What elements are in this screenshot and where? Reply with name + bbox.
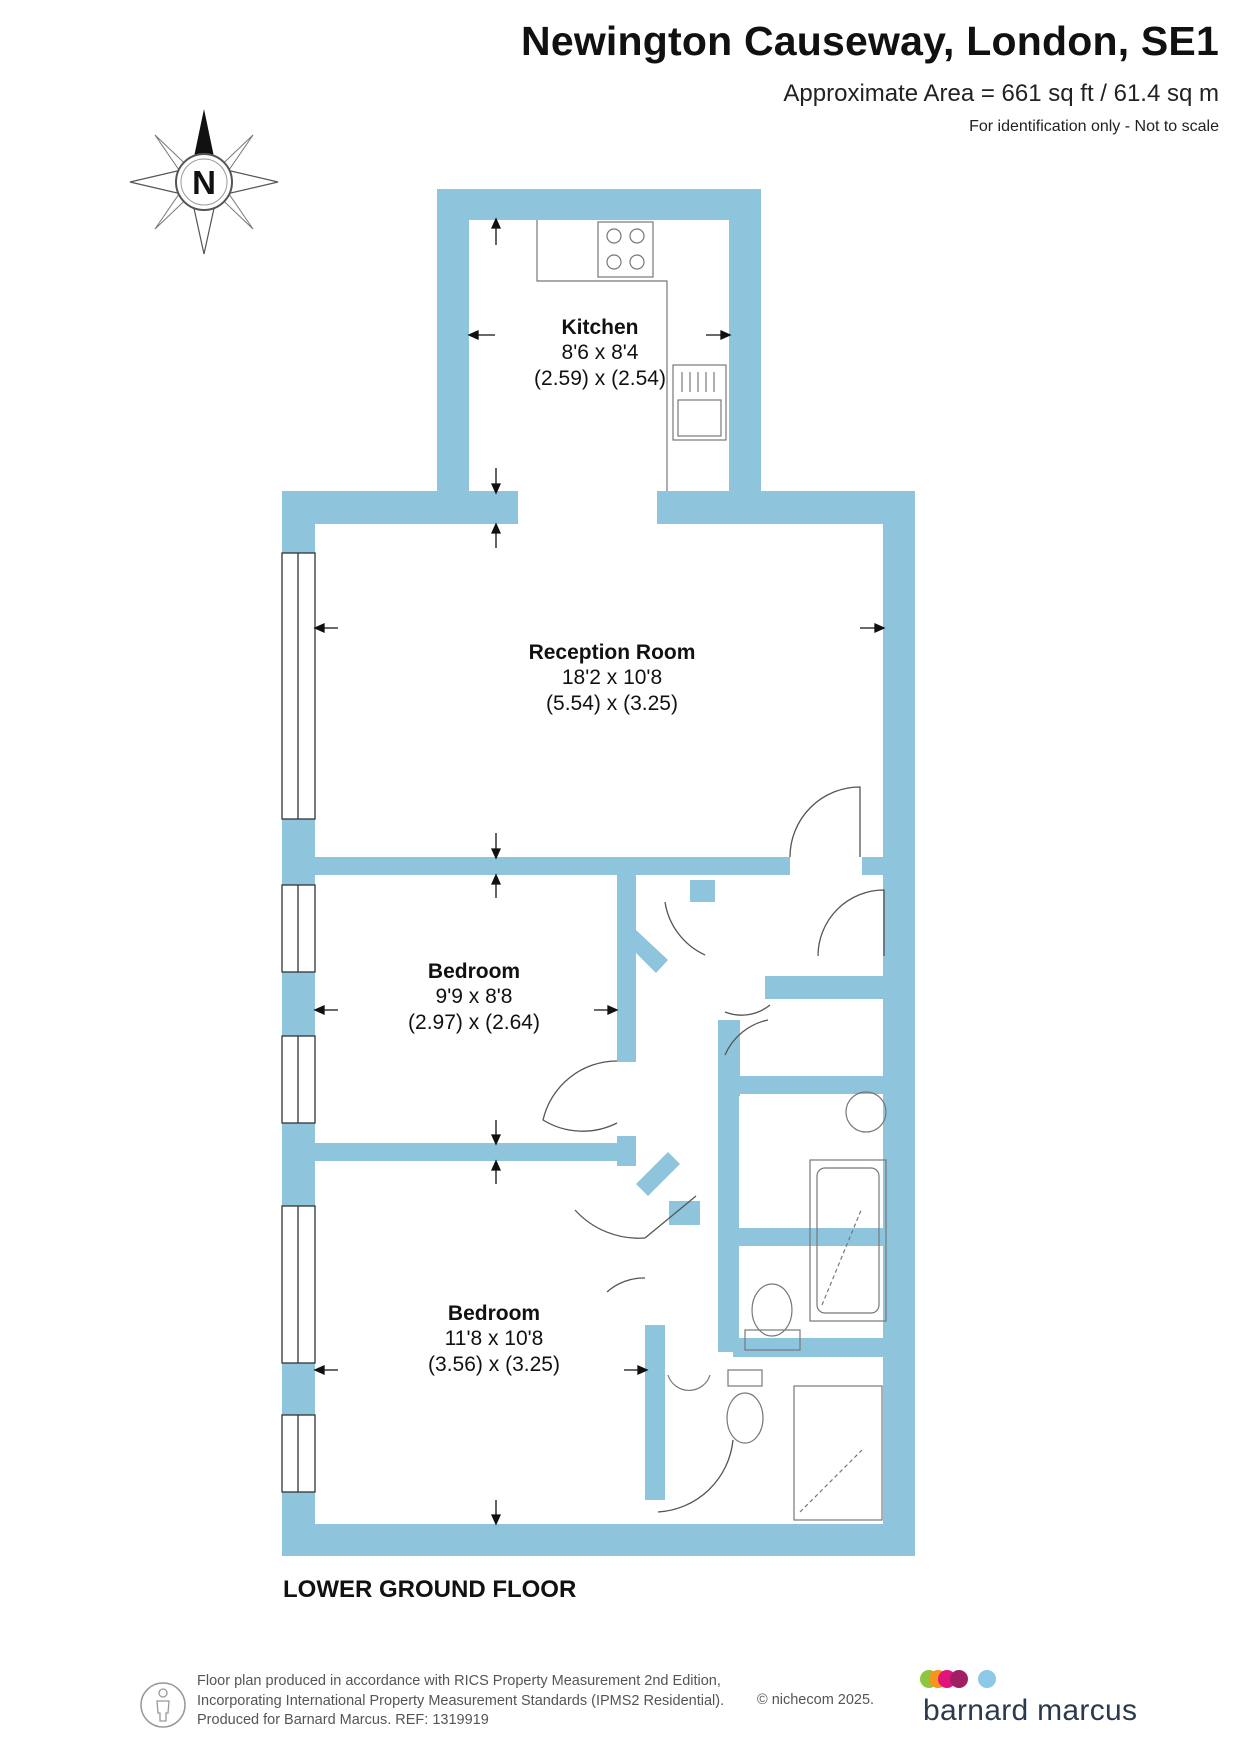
room-label-kitchen: Kitchen 8'6 x 8'4 (2.59) x (2.54) — [534, 316, 666, 390]
room-label-bedroom-2: Bedroom 11'8 x 10'8 (3.56) x (3.25) — [428, 1302, 560, 1376]
fixtures — [536, 220, 887, 1521]
bedroom-2-name: Bedroom — [448, 1302, 540, 1325]
kitchen-name: Kitchen — [561, 316, 638, 339]
dimension-arrows — [313, 217, 886, 1526]
bath-icon — [809, 1159, 887, 1322]
toilet-icon-2 — [726, 1392, 764, 1444]
doors — [542, 786, 885, 1513]
area-text: Approximate Area = 661 sq ft / 61.4 sq m — [783, 80, 1219, 107]
room-label-reception: Reception Room 18'2 x 10'8 (5.54) x (3.2… — [529, 641, 696, 715]
footer-line-1: Floor plan produced in accordance with R… — [197, 1673, 721, 1689]
bedroom-2-imperial: 11'8 x 10'8 — [445, 1327, 544, 1350]
shower-icon — [793, 1385, 883, 1521]
toilet-icon — [751, 1283, 793, 1337]
footer-notes: Floor plan produced in accordance with R… — [197, 1672, 724, 1731]
bedroom-1-imperial: 9'9 x 8'8 — [436, 985, 513, 1008]
person-icon — [140, 1682, 186, 1728]
reception-imperial: 18'2 x 10'8 — [562, 666, 662, 689]
brand-name: barnard marcus — [923, 1694, 1138, 1727]
bedroom-1-metric: (2.97) x (2.64) — [408, 1011, 540, 1034]
basin-icon — [845, 1091, 887, 1133]
floor-label: LOWER GROUND FLOOR — [283, 1576, 577, 1603]
hob-icon — [597, 221, 654, 278]
reception-metric: (5.54) x (3.25) — [546, 692, 678, 715]
plan-title: Newington Causeway, London, SE1 — [521, 18, 1219, 64]
footer-line-3: Produced for Barnard Marcus. REF: 131991… — [197, 1712, 489, 1728]
disclaimer-text: For identification only - Not to scale — [969, 118, 1219, 135]
windows — [281, 552, 316, 1493]
footer-line-2: Incorporating International Property Mea… — [197, 1692, 725, 1709]
brand-dots-logo — [920, 1670, 996, 1688]
kitchen-metric: (2.59) x (2.54) — [534, 367, 666, 390]
walls — [282, 189, 915, 1556]
copyright-text: © nichecom 2025. — [757, 1692, 875, 1708]
compass-rose-icon: N — [129, 109, 279, 255]
kitchen-imperial: 8'6 x 8'4 — [562, 341, 639, 364]
reception-name: Reception Room — [529, 641, 696, 664]
basin-icon-2 — [667, 1374, 711, 1391]
bedroom-2-metric: (3.56) x (3.25) — [428, 1353, 560, 1376]
sink-icon — [672, 364, 727, 441]
compass-north-letter: N — [192, 164, 216, 201]
room-label-bedroom-1: Bedroom 9'9 x 8'8 (2.97) x (2.64) — [408, 960, 540, 1034]
bedroom-1-name: Bedroom — [428, 960, 520, 983]
